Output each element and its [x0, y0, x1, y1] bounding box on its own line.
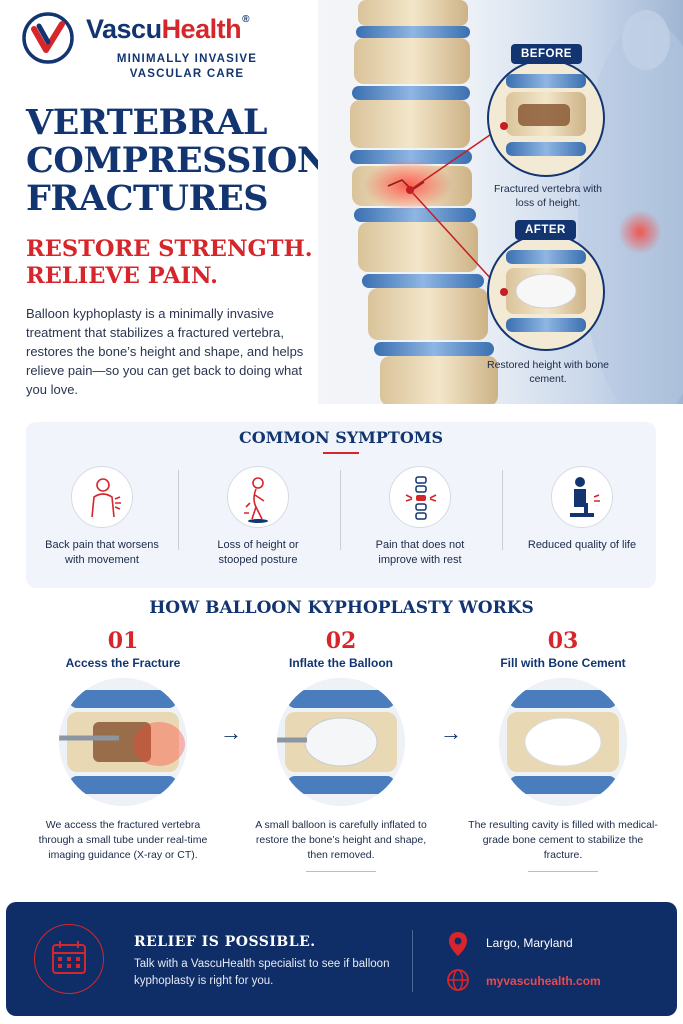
bone-cement-illustration	[499, 678, 627, 806]
step-card: 01 Access the Fracture We access the fra…	[28, 628, 218, 863]
brand-tagline: MINIMALLY INVASIVE VASCULAR CARE	[116, 53, 258, 80]
brand-name: VascuHealth®	[86, 14, 249, 44]
step-underline	[528, 871, 598, 872]
symptom-icon-circle	[389, 466, 451, 528]
symptoms-panel: COMMON SYMPTOMS Back pain that worsens w…	[26, 422, 656, 588]
title-underline	[323, 452, 359, 454]
spine-illustration: BEFORE Fractured vertebra with loss of h…	[318, 0, 683, 404]
step-title: Inflate the Balloon	[288, 656, 393, 670]
spine-graphic	[350, 0, 683, 404]
page-title: VERTEBRAL COMPRESSION FRACTURES	[26, 102, 329, 219]
calendar-icon	[52, 941, 86, 974]
step-card: 02 Inflate the Balloon A small balloon i…	[246, 628, 436, 872]
symptom-icon-circle	[227, 466, 289, 528]
before-badge: BEFORE	[511, 44, 582, 64]
step-image	[59, 678, 187, 806]
back-pain-icon	[91, 478, 121, 518]
symptom-icon-circle	[71, 466, 133, 528]
intro-text: Balloon kyphoplasty is a minimally invas…	[26, 306, 304, 397]
step-image	[499, 678, 627, 806]
symptom-item: Loss of height or stooped posture	[198, 466, 318, 568]
after-caption: Restored height with bone cement.	[487, 359, 609, 385]
step-number: 02	[325, 628, 357, 654]
footer-banner: RELIEF IS POSSIBLE. Talk with a VascuHea…	[6, 902, 677, 1016]
symptom-icon-circle	[551, 466, 613, 528]
symptom-label: Back pain that worsens with movement	[45, 539, 159, 566]
symptom-divider	[340, 470, 341, 550]
logo: VascuHealth® MINIMALLY INVASIVE VASCULAR…	[22, 12, 322, 86]
step-card: 03 Fill with Bone Cement The resulting c…	[468, 628, 658, 872]
symptom-item: Back pain that worsens with movement	[42, 466, 162, 568]
arrow-right-icon: →	[220, 720, 242, 745]
website-link[interactable]: myvascuhealth.com	[486, 974, 601, 988]
footer-icon-circle	[34, 924, 104, 994]
symptom-item: Pain that does not improve with rest	[360, 466, 480, 568]
seated-person-icon	[570, 477, 600, 517]
before-caption: Fractured vertebra with loss of height.	[494, 183, 602, 209]
step-number: 01	[107, 628, 139, 654]
step-title: Access the Fracture	[65, 656, 181, 670]
footer-location: Largo, Maryland	[486, 936, 573, 950]
footer-title: RELIEF IS POSSIBLE.	[134, 934, 316, 950]
after-badge: AFTER	[515, 220, 576, 240]
symptom-divider	[178, 470, 179, 550]
globe-icon	[447, 969, 469, 991]
footer-text: Talk with a VascuHealth specialist to se…	[134, 958, 390, 987]
step-number: 03	[547, 628, 579, 654]
footer-divider	[412, 930, 413, 992]
access-fracture-illustration	[59, 678, 187, 806]
step-underline	[306, 871, 376, 872]
step-image	[277, 678, 405, 806]
symptom-item: Reduced quality of life	[522, 466, 642, 553]
spine-pain-icon	[405, 476, 437, 520]
how-title: HOW BALLOON KYPHOPLASTY WORKS	[149, 598, 534, 618]
step-title: Fill with Bone Cement	[500, 656, 626, 670]
step-description: A small balloon is carefully inflated to…	[255, 819, 427, 861]
symptoms-title: COMMON SYMPTOMS	[238, 428, 444, 447]
stooped-posture-icon	[244, 477, 268, 523]
step-description: We access the fractured vertebra through…	[38, 819, 208, 861]
symptom-label: Pain that does not improve with rest	[375, 539, 465, 566]
location-pin-icon	[449, 932, 467, 956]
page-subtitle: RESTORE STRENGTH. RELIEVE PAIN.	[26, 236, 313, 289]
inflate-balloon-illustration	[277, 678, 405, 806]
symptom-divider	[502, 470, 503, 550]
symptom-label: Reduced quality of life	[527, 539, 637, 551]
vascuhealth-logo-icon	[22, 12, 74, 64]
symptom-label: Loss of height or stooped posture	[217, 539, 299, 566]
step-description: The resulting cavity is filled with medi…	[468, 819, 658, 861]
arrow-right-icon: →	[440, 720, 462, 745]
